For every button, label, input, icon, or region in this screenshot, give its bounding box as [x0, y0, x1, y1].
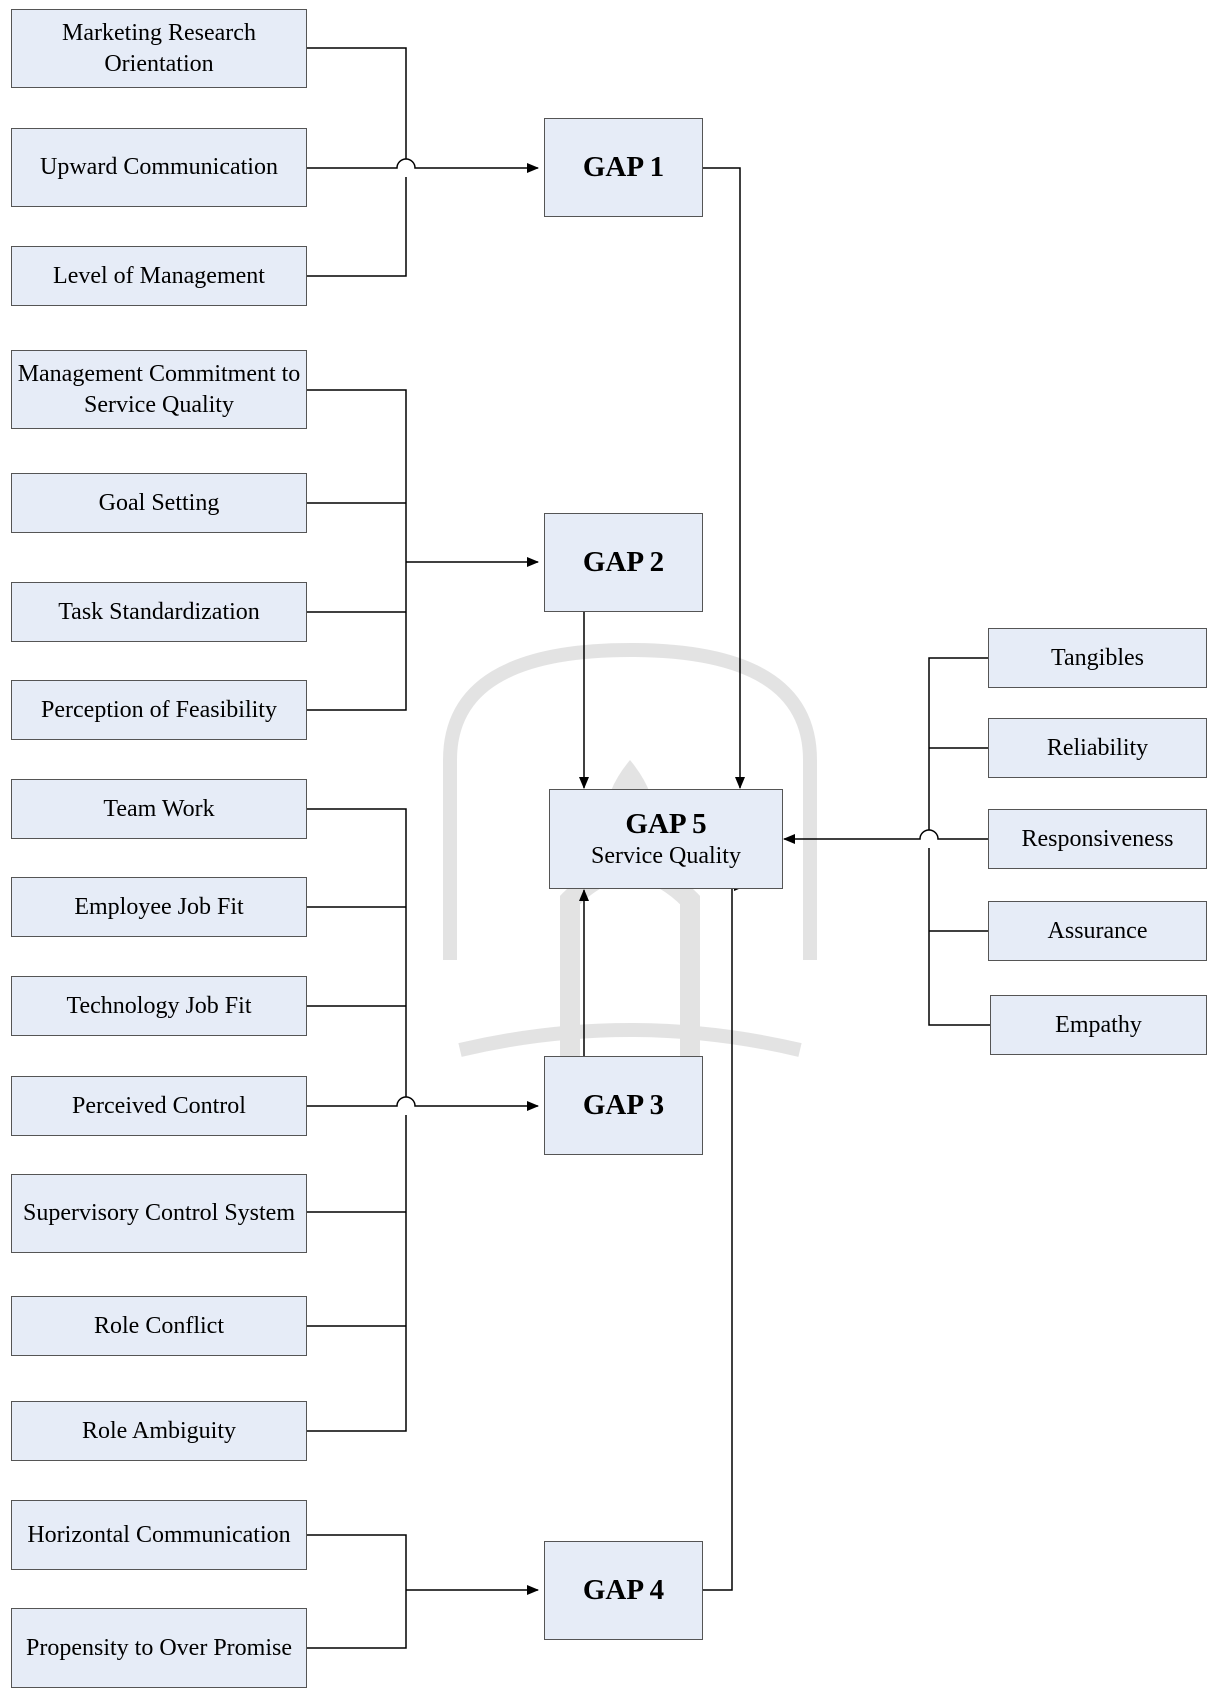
dimension-responsiveness: Responsiveness: [988, 809, 1207, 869]
factor-upward-communication: Upward Communication: [11, 128, 307, 207]
dimension-reliability: Reliability: [988, 718, 1207, 778]
gap-5-title: GAP 5: [625, 808, 707, 840]
gap-3-box: GAP 3: [544, 1056, 703, 1155]
dimension-tangibles: Tangibles: [988, 628, 1207, 688]
gap-2-box: GAP 2: [544, 513, 703, 612]
factor-technology-job-fit: Technology Job Fit: [11, 976, 307, 1036]
factor-team-work: Team Work: [11, 779, 307, 839]
gap-5-service-quality-box: GAP 5 Service Quality: [549, 789, 783, 889]
dimension-assurance: Assurance: [988, 901, 1207, 961]
factor-level-of-management: Level of Management: [11, 246, 307, 306]
factor-propensity-to-over-promise: Propensity to Over Promise: [11, 1608, 307, 1688]
factor-role-conflict: Role Conflict: [11, 1296, 307, 1356]
factor-management-commitment: Management Commitment to Service Quality: [11, 350, 307, 429]
factor-employee-job-fit: Employee Job Fit: [11, 877, 307, 937]
factor-task-standardization: Task Standardization: [11, 582, 307, 642]
factor-horizontal-communication: Horizontal Communication: [11, 1500, 307, 1570]
gap-1-box: GAP 1: [544, 118, 703, 217]
dimension-empathy: Empathy: [990, 995, 1207, 1055]
factor-supervisory-control-system: Supervisory Control System: [11, 1174, 307, 1253]
factor-role-ambiguity: Role Ambiguity: [11, 1401, 307, 1461]
factor-marketing-research-orientation: Marketing Research Orientation: [11, 9, 307, 88]
factor-perception-of-feasibility: Perception of Feasibility: [11, 680, 307, 740]
factor-perceived-control: Perceived Control: [11, 1076, 307, 1136]
gap-5-subtitle: Service Quality: [591, 843, 741, 869]
gap-4-box: GAP 4: [544, 1541, 703, 1640]
factor-goal-setting: Goal Setting: [11, 473, 307, 533]
